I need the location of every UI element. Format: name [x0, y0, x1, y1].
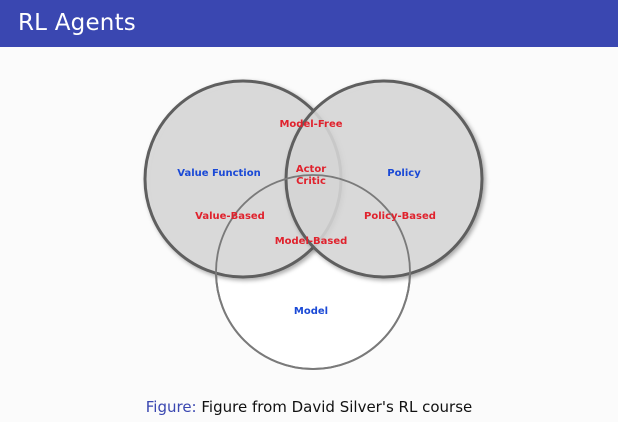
- label-policy: Policy: [387, 168, 421, 179]
- title-bar: RL Agents: [0, 0, 618, 47]
- circle-model-outline: [215, 174, 411, 370]
- caption-prefix: Figure:: [145, 398, 197, 416]
- label-value-function: Value Function: [177, 168, 260, 179]
- label-model-free: Model-Free: [279, 119, 342, 130]
- label-policy-based: Policy-Based: [364, 211, 436, 222]
- figure-caption: Figure: Figure from David Silver's RL co…: [0, 398, 618, 416]
- caption-text: Figure from David Silver's RL course: [201, 398, 473, 416]
- label-model-based: Model-Based: [275, 236, 348, 247]
- slide-title: RL Agents: [18, 10, 136, 36]
- label-actor: Actor: [296, 164, 326, 175]
- label-value-based: Value-Based: [195, 211, 265, 222]
- label-critic: Critic: [296, 176, 326, 187]
- venn-diagram: Value Function Policy Model Model-Free A…: [143, 79, 484, 370]
- label-model: Model: [294, 306, 328, 317]
